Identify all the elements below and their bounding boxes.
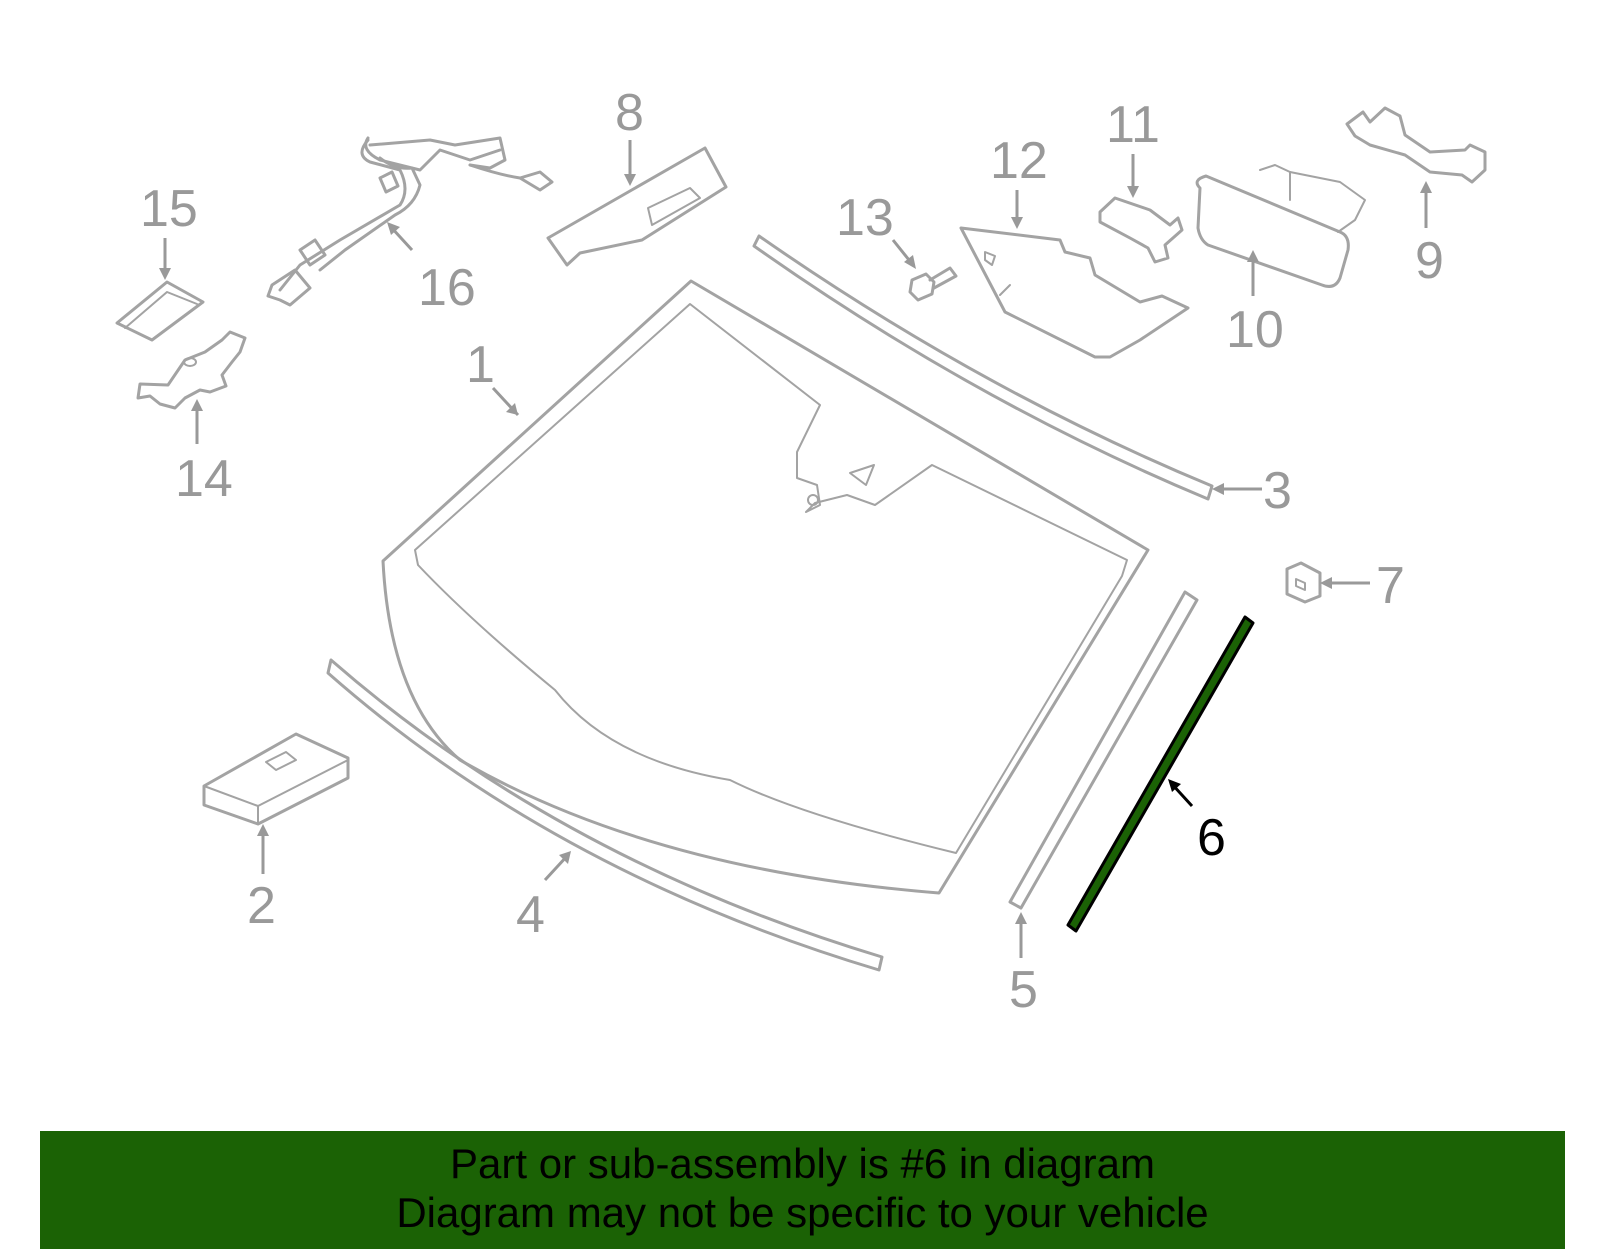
- part-6-side-molding-highlighted[interactable]: [1066, 615, 1255, 933]
- callout-16: 16: [418, 259, 476, 317]
- part-4-lower-molding[interactable]: [326, 658, 884, 972]
- part-3-upper-molding[interactable]: [752, 234, 1214, 501]
- callout-9: 9: [1415, 232, 1444, 290]
- part-7-clip[interactable]: [1285, 561, 1322, 604]
- leader-lines: [159, 140, 1432, 958]
- callout-5: 5: [1009, 961, 1038, 1019]
- part-5-side-molding[interactable]: [1008, 590, 1199, 910]
- callout-3: 3: [1263, 462, 1292, 520]
- part-13-bolt[interactable]: [908, 266, 958, 302]
- callout-15: 15: [140, 180, 198, 238]
- part-1-windshield[interactable]: [381, 279, 1150, 895]
- banner-line-1: Part or sub-assembly is #6 in diagram: [450, 1140, 1155, 1187]
- callout-12: 12: [990, 132, 1048, 190]
- info-banner: Part or sub-assembly is #6 in diagram Di…: [40, 1131, 1565, 1249]
- part-14-bracket[interactable]: [136, 330, 247, 410]
- part-2-block[interactable]: [202, 732, 350, 826]
- part-15-pad[interactable]: [115, 280, 205, 342]
- callout-2: 2: [247, 877, 276, 935]
- part-9-bracket[interactable]: [1345, 106, 1487, 184]
- callout-8: 8: [615, 84, 644, 142]
- callout-7: 7: [1376, 557, 1405, 615]
- part-16-wiring-harness[interactable]: [266, 136, 554, 307]
- part-8-cover[interactable]: [546, 146, 728, 267]
- part-10-mirror[interactable]: [1195, 164, 1366, 288]
- callout-10: 10: [1226, 301, 1284, 359]
- part-12-trim-plate[interactable]: [959, 226, 1190, 359]
- part-11-sensor[interactable]: [1098, 196, 1184, 264]
- callout-6: 6: [1197, 809, 1226, 867]
- banner-line-2: Diagram may not be specific to your vehi…: [396, 1189, 1209, 1236]
- callout-1: 1: [466, 336, 495, 394]
- callout-13: 13: [836, 189, 894, 247]
- callout-4: 4: [516, 886, 545, 944]
- callout-14: 14: [175, 450, 233, 508]
- callout-11: 11: [1106, 96, 1160, 154]
